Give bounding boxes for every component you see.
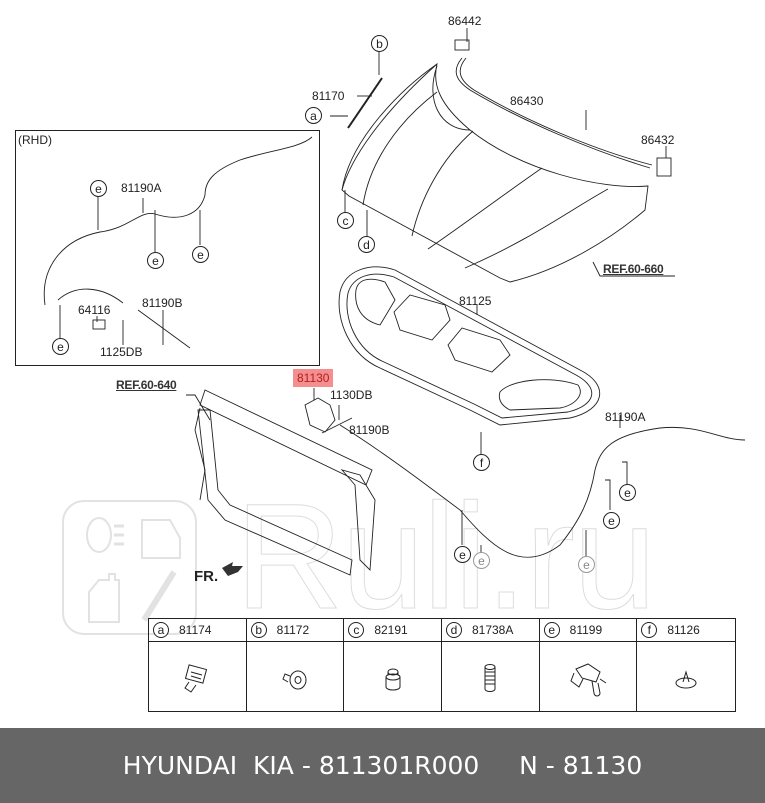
callout-d[interactable]: d <box>358 236 375 253</box>
fastener-legend-table: a 81174 b 81172 c 82191 d 81738A e 81199 f 811… <box>148 618 736 712</box>
callout-e-main-5[interactable]: e <box>578 556 595 573</box>
footer-n-label: N <box>519 751 538 780</box>
callout-b[interactable]: b <box>371 35 388 52</box>
front-direction-arrow-icon <box>222 562 243 576</box>
legend-part-81738A: 81738A <box>471 623 514 637</box>
legend-key-c: c <box>348 622 365 638</box>
rhd-inset-box <box>15 130 320 366</box>
part-label-64116[interactable]: 64116 <box>78 303 111 317</box>
legend-key-f: f <box>641 622 658 638</box>
legend-key-e: e <box>543 622 560 638</box>
legend-cell-e[interactable]: e 81199 <box>539 619 638 711</box>
bumper-stop-icon <box>344 649 441 709</box>
legend-part-82191: 82191 <box>374 623 408 637</box>
legend-cell-b[interactable]: b 81172 <box>246 619 345 711</box>
rhd-label: (RHD) <box>18 133 52 147</box>
part-label-86442[interactable]: 86442 <box>448 14 482 28</box>
callout-e-rhd-2[interactable]: e <box>147 252 164 269</box>
legend-part-81174: 81174 <box>179 623 212 637</box>
callout-f[interactable]: f <box>473 454 490 471</box>
rubber-stopper-icon <box>442 649 539 709</box>
callout-e-rhd-1[interactable]: e <box>90 180 107 197</box>
push-pin-clip-icon <box>637 649 735 709</box>
legend-part-81126: 81126 <box>667 623 700 637</box>
ref-label-60-660[interactable]: REF.60-660 <box>603 262 664 276</box>
legend-key-a: a <box>153 622 169 638</box>
line-drawing <box>43 28 746 576</box>
grommet-icon <box>247 649 344 709</box>
part-label-81190B-rhd[interactable]: 81190B <box>142 296 183 310</box>
ref-label-60-640[interactable]: REF.60-640 <box>116 378 177 392</box>
legend-cell-d[interactable]: d 81738A <box>441 619 540 711</box>
legend-cell-f[interactable]: f 81126 <box>637 619 735 711</box>
part-label-86432[interactable]: 86432 <box>641 133 675 147</box>
callout-e-rhd-4[interactable]: e <box>52 338 69 355</box>
part-label-81190A-rhd[interactable]: 81190A <box>121 181 162 195</box>
part-label-81190A-main[interactable]: 81190A <box>605 410 646 424</box>
legend-key-b: b <box>250 622 267 638</box>
footer-n-value: 81130 <box>562 751 643 780</box>
callout-e-main-1[interactable]: e <box>619 484 636 501</box>
footer-gap <box>479 751 519 780</box>
callout-e-rhd-3[interactable]: e <box>192 246 209 263</box>
part-number-footer: HYUNDAI KIA - 811301R000 N - 81130 <box>0 728 765 803</box>
footer-brand: HYUNDAI KIA <box>122 751 294 780</box>
legend-key-d: d <box>445 622 462 638</box>
clip-icon <box>149 649 246 709</box>
part-label-1130DB[interactable]: 1130DB <box>330 388 373 402</box>
part-label-81170[interactable]: 81170 <box>312 89 345 103</box>
footer-part-number: 811301R000 <box>318 751 480 780</box>
part-label-86430[interactable]: 86430 <box>510 94 544 108</box>
footer-separator-2: - <box>537 751 563 780</box>
legend-cell-a[interactable]: a 81174 <box>149 619 247 711</box>
part-label-81130-highlighted[interactable]: 81130 <box>293 369 334 387</box>
callout-e-main-3[interactable]: e <box>454 546 471 563</box>
footer-separator-1: - <box>293 751 319 780</box>
callout-e-main-2[interactable]: e <box>603 512 620 529</box>
part-label-81190B-main[interactable]: 81190B <box>349 423 390 437</box>
legend-part-81199: 81199 <box>569 623 603 637</box>
cable-clip-icon <box>540 649 637 709</box>
front-direction-label: FR. <box>194 568 219 585</box>
callout-e-main-4[interactable]: e <box>473 552 490 569</box>
legend-part-81172: 81172 <box>276 623 310 637</box>
part-label-81125[interactable]: 81125 <box>459 294 492 308</box>
legend-cell-c[interactable]: c 82191 <box>344 619 442 711</box>
callout-c[interactable]: c <box>337 212 354 229</box>
part-label-1125DB[interactable]: 1125DB <box>100 345 143 359</box>
callout-a[interactable]: a <box>305 107 322 124</box>
